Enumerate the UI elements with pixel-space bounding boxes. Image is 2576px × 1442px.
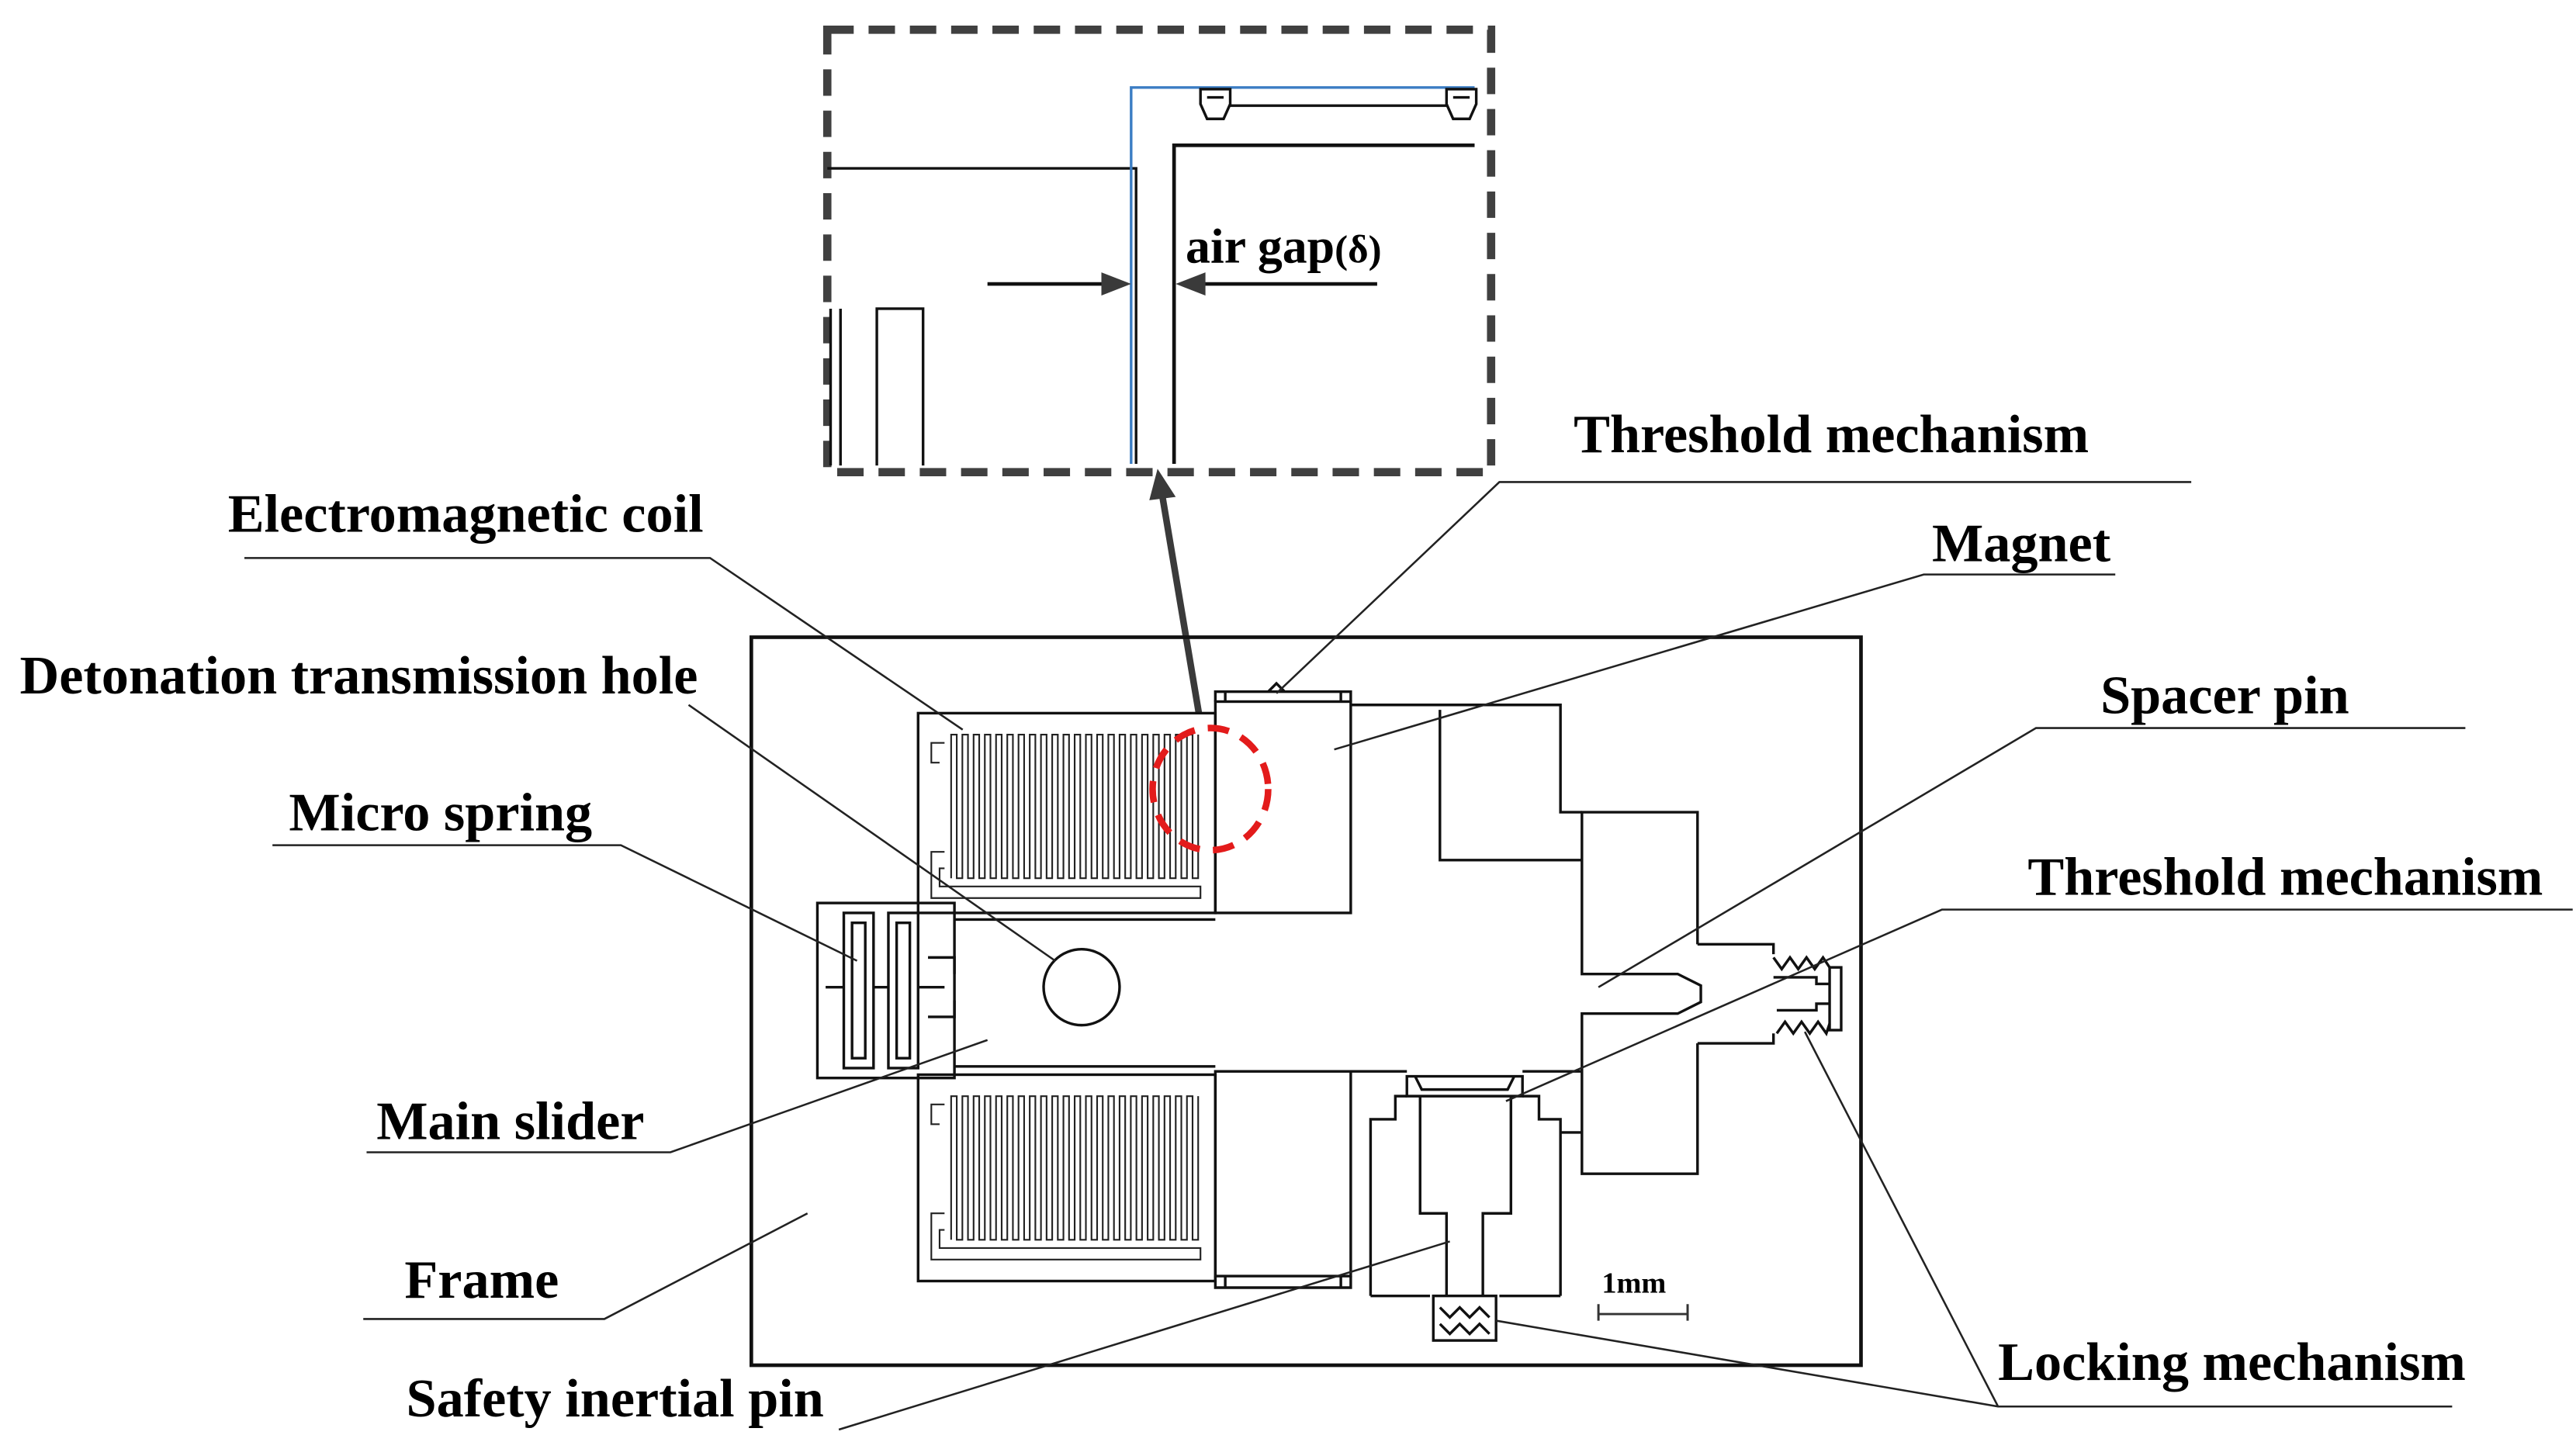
air-gap-arrow-right-head xyxy=(1175,272,1206,296)
inertial-pin-lock xyxy=(1432,1294,1497,1342)
inset-slider-edge xyxy=(827,167,1137,465)
leader-frame xyxy=(363,1212,808,1320)
inertial-pin-threshold-cap xyxy=(1405,1074,1524,1098)
threshold-beam-bottom xyxy=(1214,1276,1352,1289)
inset-magnet-edge xyxy=(1172,143,1475,465)
leader-safety-inertial-pin xyxy=(838,1240,1450,1431)
leader-spacer-pin xyxy=(1598,727,2466,988)
scale-bar xyxy=(1597,1304,1689,1321)
inset-anchor-left xyxy=(1199,88,1232,120)
label-electromagnetic-coil: Electromagnetic coil xyxy=(228,483,704,544)
air-gap-text: air gap xyxy=(1186,218,1335,273)
label-frame: Frame xyxy=(404,1250,559,1310)
inset-magnet-edge-blue xyxy=(1130,86,1475,465)
locking-stop-right xyxy=(1828,966,1843,1032)
zoom-inset: air gap(δ) xyxy=(822,25,1496,476)
micro-spring-beam-right xyxy=(887,911,919,1070)
micro-spring-slot-right xyxy=(895,921,912,1060)
leader-locking-mechanism xyxy=(1495,1031,2453,1408)
label-detonation-transmission-hole: Detonation transmission hole xyxy=(20,645,698,706)
label-threshold-mechanism-right: Threshold mechanism xyxy=(2027,846,2543,907)
scale-bar-label: 1mm xyxy=(1601,1267,1666,1299)
air-gap-symbol: (δ) xyxy=(1335,227,1382,271)
leader-micro-spring xyxy=(272,844,858,962)
coil-winding xyxy=(950,1095,1200,1241)
leader-threshold-mechanism-top xyxy=(1276,481,2192,694)
micro-spring-links xyxy=(826,956,956,1018)
magnet-top xyxy=(1214,700,1352,915)
leader-detonation-transmission-hole xyxy=(687,704,1056,962)
device-drawing: 1mm xyxy=(749,635,1863,1368)
zoom-arrow-head xyxy=(1149,469,1176,500)
inset-anchor-right xyxy=(1445,88,1478,120)
label-magnet: Magnet xyxy=(1932,514,2111,574)
main-slider-arm-edges xyxy=(954,918,1216,1068)
micro-spring-housing xyxy=(815,901,956,1080)
upper-cavity-outline xyxy=(1350,704,1582,862)
label-threshold-mechanism-top: Threshold mechanism xyxy=(1574,404,2089,465)
label-main-slider: Main slider xyxy=(376,1091,644,1151)
leader-electromagnetic-coil xyxy=(244,557,964,731)
coil-return-trace xyxy=(930,851,1202,899)
zoom-arrow-shaft xyxy=(1159,496,1203,714)
inset-dashed-border xyxy=(822,25,1496,476)
callouts: Threshold mechanism Electromagnetic coil… xyxy=(20,404,2573,1431)
air-gap-arrow-left-head xyxy=(1101,272,1131,296)
locking-spring-lower xyxy=(1775,1002,1831,1036)
micro-spring-slot-left xyxy=(850,921,867,1060)
leader-main-slider xyxy=(366,1039,989,1153)
label-micro-spring: Micro spring xyxy=(289,782,592,842)
threshold-beam-top xyxy=(1214,681,1352,702)
frame-outline xyxy=(749,635,1863,1368)
locking-spring-upper xyxy=(1772,955,1831,986)
label-spacer-pin: Spacer pin xyxy=(2100,665,2349,725)
lower-cavity-outline xyxy=(1350,1070,1582,1298)
air-gap-highlight-circle xyxy=(1149,724,1272,854)
label-safety-inertial-pin: Safety inertial pin xyxy=(407,1368,824,1429)
coil-terminal xyxy=(930,742,945,764)
detonation-transmission-hole xyxy=(1042,948,1121,1027)
lock-channel xyxy=(1697,942,1775,1045)
coil-return-trace xyxy=(930,1212,1202,1260)
air-gap-label: air gap(δ) xyxy=(1186,218,1382,273)
coil-winding-bottom xyxy=(930,1095,1202,1260)
leader-threshold-mechanism-right xyxy=(1505,908,2573,1102)
label-locking-mechanism: Locking mechanism xyxy=(1998,1332,2466,1392)
inset-coil-edge xyxy=(829,307,925,466)
spacer-pin xyxy=(1581,811,1702,1175)
magnet-bottom xyxy=(1214,1070,1352,1278)
leader-magnet xyxy=(1334,573,2116,751)
micro-spring-beam-left xyxy=(842,911,875,1070)
coil-terminal xyxy=(930,1103,945,1126)
safety-inertial-pin xyxy=(1418,1096,1513,1296)
inertial-pin-lock-teeth xyxy=(1439,1305,1491,1337)
